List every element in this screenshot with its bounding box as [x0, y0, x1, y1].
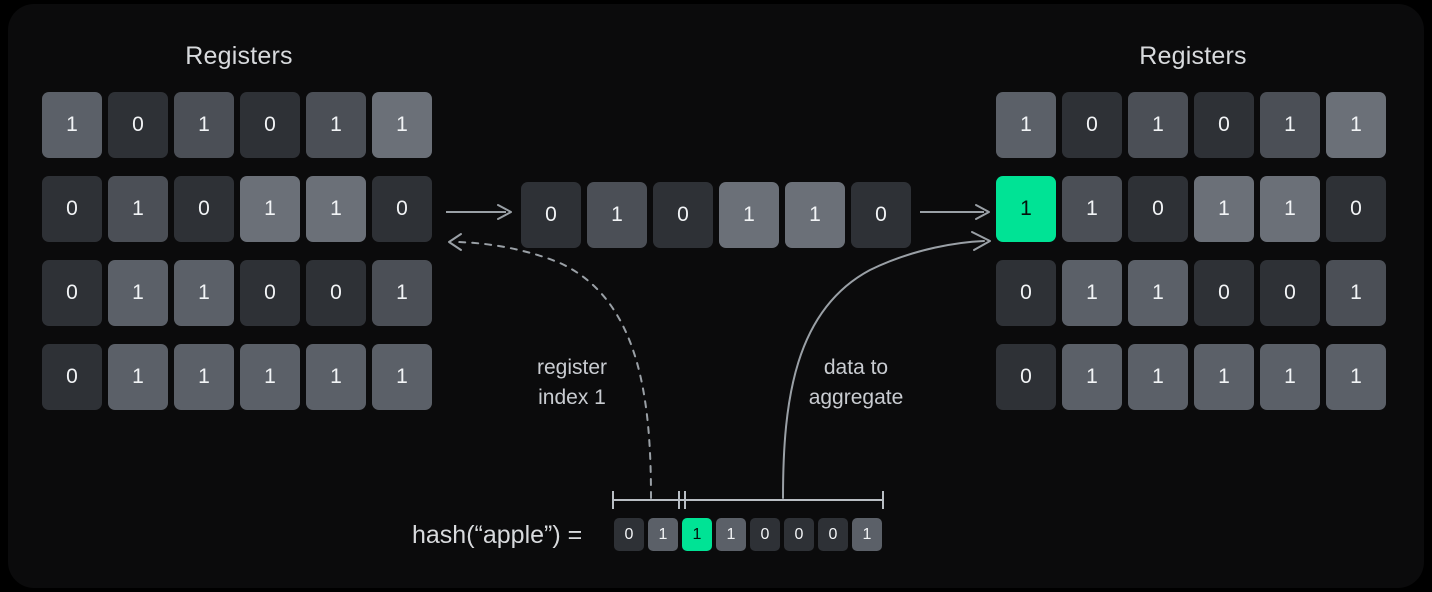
- selected-register-cell-4: 1: [785, 182, 845, 248]
- selected-register-cell-5: 0: [851, 182, 911, 248]
- hash-bit-1: 1: [648, 518, 678, 551]
- left-register-cell-r2-c1: 1: [108, 260, 168, 326]
- left-register-cell-r2-c2: 1: [174, 260, 234, 326]
- left-register-cell-r2-c5: 1: [372, 260, 432, 326]
- hash-expression-label: hash(“apple”) =: [412, 521, 583, 549]
- left-register-cell-r0-c4: 1: [306, 92, 366, 158]
- right-register-cell-r3-c4: 1: [1260, 344, 1320, 410]
- right-register-cell-r0-c2: 1: [1128, 92, 1188, 158]
- hash-bit-6: 0: [818, 518, 848, 551]
- hash-bit-7: 1: [852, 518, 882, 551]
- left-register-cell-r3-c2: 1: [174, 344, 234, 410]
- right-register-cell-r1-c0: 1: [996, 176, 1056, 242]
- selected-register-cell-3: 1: [719, 182, 779, 248]
- right-register-cell-r2-c1: 1: [1062, 260, 1122, 326]
- right-register-cell-r2-c3: 0: [1194, 260, 1254, 326]
- annotation-data-to-aggregate: data to aggregate: [808, 356, 904, 409]
- right-register-cell-r3-c5: 1: [1326, 344, 1386, 410]
- right-register-cell-r2-c4: 0: [1260, 260, 1320, 326]
- right-register-cell-r2-c2: 1: [1128, 260, 1188, 326]
- left-register-cell-r2-c4: 0: [306, 260, 366, 326]
- hash-bit-0: 0: [614, 518, 644, 551]
- hash-bit-2: 1: [682, 518, 712, 551]
- left-register-cell-r1-c1: 1: [108, 176, 168, 242]
- right-register-cell-r1-c1: 1: [1062, 176, 1122, 242]
- left-register-cell-r3-c0: 0: [42, 344, 102, 410]
- left-register-cell-r1-c5: 0: [372, 176, 432, 242]
- right-register-cell-r0-c3: 0: [1194, 92, 1254, 158]
- right-register-cell-r1-c5: 0: [1326, 176, 1386, 242]
- right-register-cell-r2-c5: 1: [1326, 260, 1386, 326]
- right-register-cell-r1-c3: 1: [1194, 176, 1254, 242]
- right-register-cell-r3-c3: 1: [1194, 344, 1254, 410]
- left-register-cell-r0-c2: 1: [174, 92, 234, 158]
- right-register-cell-r0-c4: 1: [1260, 92, 1320, 158]
- left-register-cell-r0-c3: 0: [240, 92, 300, 158]
- right-register-cell-r3-c2: 1: [1128, 344, 1188, 410]
- registers-title-right: Registers: [1139, 42, 1247, 70]
- right-register-cell-r0-c5: 1: [1326, 92, 1386, 158]
- left-register-cell-r3-c3: 1: [240, 344, 300, 410]
- hash-bit-3: 1: [716, 518, 746, 551]
- right-register-cell-r3-c0: 0: [996, 344, 1056, 410]
- left-register-cell-r0-c0: 1: [42, 92, 102, 158]
- hash-bit-5: 0: [784, 518, 814, 551]
- registers-title-left: Registers: [185, 42, 293, 70]
- left-register-cell-r1-c0: 0: [42, 176, 102, 242]
- right-register-cell-r1-c2: 0: [1128, 176, 1188, 242]
- left-register-cell-r3-c4: 1: [306, 344, 366, 410]
- selected-register-cell-2: 0: [653, 182, 713, 248]
- left-register-cell-r1-c2: 0: [174, 176, 234, 242]
- left-register-cell-r2-c0: 0: [42, 260, 102, 326]
- hash-bit-4: 0: [750, 518, 780, 551]
- left-register-cell-r3-c1: 1: [108, 344, 168, 410]
- right-register-cell-r1-c4: 1: [1260, 176, 1320, 242]
- right-register-cell-r2-c0: 0: [996, 260, 1056, 326]
- right-register-cell-r0-c1: 0: [1062, 92, 1122, 158]
- right-register-cell-r3-c1: 1: [1062, 344, 1122, 410]
- left-register-cell-r3-c5: 1: [372, 344, 432, 410]
- selected-register-cell-0: 0: [521, 182, 581, 248]
- left-register-cell-r2-c3: 0: [240, 260, 300, 326]
- left-register-cell-r1-c3: 1: [240, 176, 300, 242]
- left-register-cell-r1-c4: 1: [306, 176, 366, 242]
- selected-register-cell-1: 1: [587, 182, 647, 248]
- annotation-register-index: register index 1: [536, 356, 608, 409]
- left-register-cell-r0-c5: 1: [372, 92, 432, 158]
- left-register-cell-r0-c1: 0: [108, 92, 168, 158]
- right-register-cell-r0-c0: 1: [996, 92, 1056, 158]
